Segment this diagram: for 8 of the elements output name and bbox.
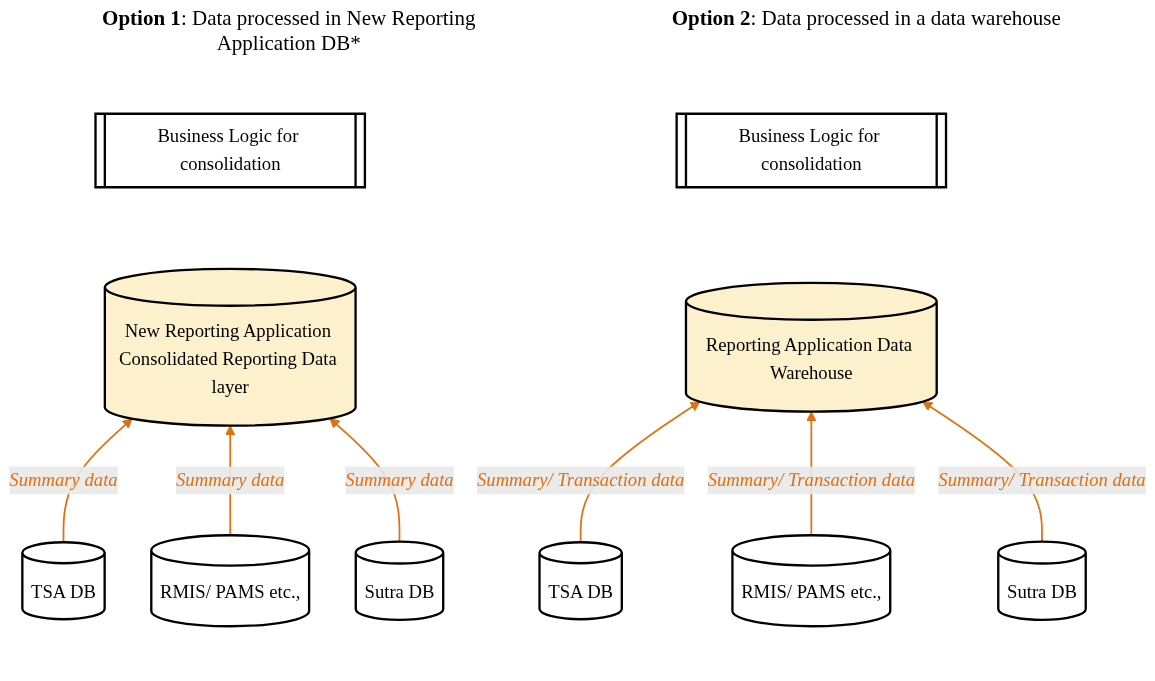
option-heading: Option 1: Data processed in New Reporting Application DB*: [101, 5, 477, 57]
edge-label: Summary data: [345, 469, 454, 490]
edge-label: Summary/ Transaction data: [476, 469, 685, 490]
edge-label: Summary data: [9, 469, 118, 490]
edge-label: Summary/ Transaction data: [707, 469, 915, 490]
edge-label: Summary/ Transaction data: [938, 469, 1146, 490]
option-heading: Option 2: Data processed in a data warehouse: [670, 5, 1062, 32]
edge-label: Summary data: [176, 469, 285, 490]
